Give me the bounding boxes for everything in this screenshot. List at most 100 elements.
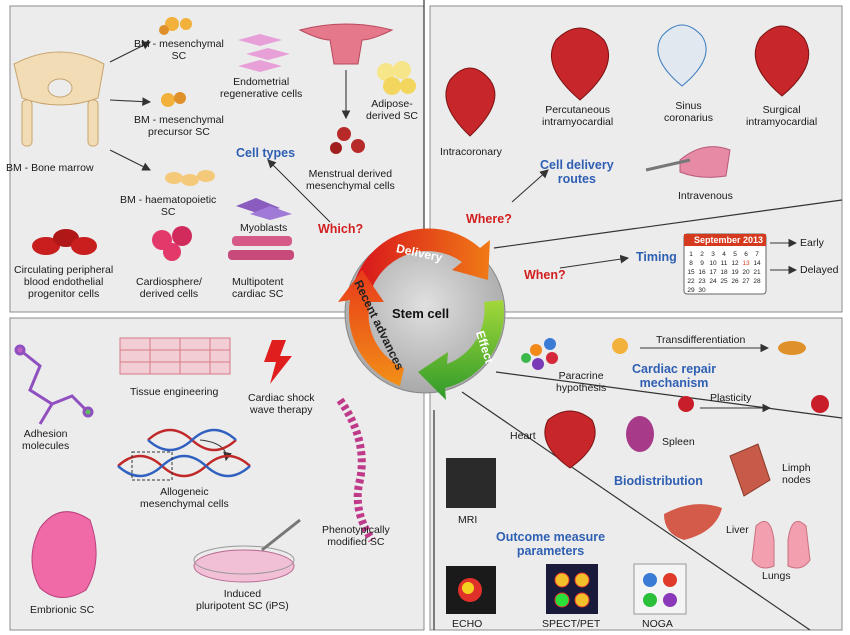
uterus-icon [298, 23, 394, 65]
label-delayed: Delayed [800, 264, 839, 276]
question-when: When? [524, 268, 566, 282]
header-biodistribution: Biodistribution [614, 474, 703, 488]
calendar-day: 28 [753, 278, 761, 285]
calendar-day: 27 [742, 278, 750, 285]
label-intravenous: Intravenous [678, 190, 733, 202]
calendar-day: 23 [698, 278, 706, 285]
calendar-day: 10 [709, 260, 717, 267]
calendar-day: 6 [744, 251, 748, 258]
calendar-header [684, 234, 766, 246]
petri-dish-icon [193, 518, 301, 583]
center-title: Stem cell [392, 306, 450, 321]
calendar-day: 21 [753, 269, 761, 276]
calendar-day: 1 [689, 251, 693, 258]
label-intracoronary: Intracoronary [440, 146, 502, 158]
calendar-day: 4 [722, 251, 726, 258]
limph-nodes-icon [729, 443, 771, 497]
label-echo: ECHO [452, 618, 483, 630]
myoblasts-icon [236, 198, 292, 220]
syringe-icon [645, 158, 691, 172]
mesenchymal-sc-icon [159, 17, 192, 35]
haematopoietic-sc-icon [165, 170, 215, 186]
label-tissue: Tissue engineering [130, 386, 219, 398]
label-embryonic: Embrionic SC [30, 604, 95, 616]
noga-image-icon [633, 563, 687, 615]
label-lungs: Lungs [762, 570, 791, 582]
calendar-day: 26 [731, 278, 739, 285]
header-timing: Timing [636, 250, 677, 264]
label-transdiff: Transdifferentiation [656, 334, 746, 346]
calendar-day: 15 [687, 269, 695, 276]
label-myoblasts: Myoblasts [240, 222, 288, 234]
effect-illustrations [446, 338, 829, 615]
surgical-heart-icon [754, 25, 810, 97]
calendar-day: 12 [731, 260, 739, 267]
circulating-cells-icon [32, 229, 97, 255]
label-spect: SPECT/PET [542, 618, 601, 630]
calendar-day: 16 [698, 269, 706, 276]
label-mri: MRI [458, 514, 478, 526]
label-calendar-title: September 2013 [694, 235, 764, 245]
calendar-day: 20 [742, 269, 750, 276]
intravenous-icon [679, 146, 731, 178]
label-spleen: Spleen [662, 436, 695, 448]
calendar-day: 19 [731, 269, 739, 276]
cardiomyocyte-icon [778, 341, 806, 355]
calendar-day: 8 [689, 260, 693, 267]
label-adipose: Adipose-derived SC [366, 98, 418, 122]
spleen-icon [626, 416, 654, 452]
calendar-day: 11 [721, 260, 728, 267]
transdiff-cell-icon [612, 338, 628, 354]
calendar-day: 29 [687, 287, 695, 294]
calendar-day: 5 [733, 251, 737, 258]
calendar-day: 30 [698, 287, 706, 294]
label-noga: NOGA [642, 618, 673, 630]
label-liver: Liver [726, 524, 749, 536]
calendar-day: 7 [755, 251, 759, 258]
multipotent-cardiac-icon [228, 236, 294, 260]
mri-image-icon [446, 458, 496, 508]
calendar-day: 3 [711, 251, 715, 258]
menstrual-cells-icon [330, 127, 365, 154]
calendar-day: 17 [709, 269, 717, 276]
phenotypic-strand-icon [336, 397, 376, 543]
label-early: Early [800, 237, 824, 249]
label-cardiosphere: Cardiosphere/derived cells [136, 276, 202, 300]
calendar-day: 22 [687, 278, 695, 285]
label-heart: Heart [510, 430, 536, 442]
calendar-day: 24 [709, 278, 717, 285]
spect-image-icon [546, 564, 598, 614]
endometrial-cells-icon [238, 34, 290, 72]
plasticity-result-icon [811, 395, 829, 413]
calendar-day: 2 [700, 251, 704, 258]
central-hub [338, 228, 506, 400]
effect-arrow [418, 300, 504, 400]
adhesion-molecules-icon [14, 344, 94, 425]
plasticity-cell-icon [678, 396, 694, 412]
hearts-delivery [445, 24, 810, 178]
tissue-engineering-icon [119, 337, 231, 375]
heart-organ-icon [544, 410, 596, 469]
calendar-day: 25 [720, 278, 728, 285]
adipose-cells-icon [377, 61, 416, 95]
label-plasticity: Plasticity [710, 392, 752, 404]
calendar-day: 18 [720, 269, 728, 276]
label-bone-marrow: BM - Bone marrow [6, 162, 94, 174]
